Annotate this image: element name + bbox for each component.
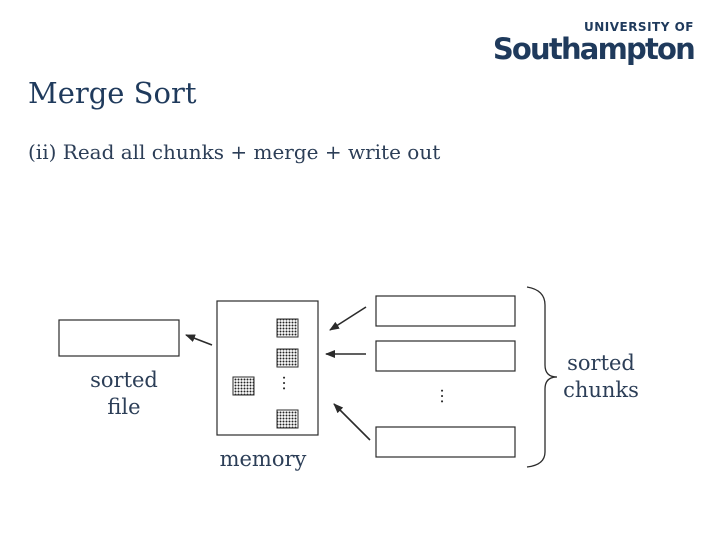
sorted-chunk-3 [375, 426, 516, 458]
input-buffer-2 [276, 348, 299, 368]
chunks-ellipsis: … [437, 388, 456, 404]
slide-subtitle: (ii) Read all chunks + merge + write out [28, 140, 441, 164]
logo-line-1: UNIVERSITY OF [583, 20, 694, 34]
sorted-chunks-label-line-1: sorted [567, 351, 635, 375]
sorted-chunk-2 [375, 340, 516, 372]
output-buffer [232, 376, 255, 396]
input-buffer-3 [276, 409, 299, 429]
memory-box [216, 300, 319, 436]
logo-line-2: Southampton [492, 32, 696, 66]
sorted-chunks-label-line-2: chunks [563, 378, 639, 402]
sorted-chunk-1 [375, 295, 516, 327]
sorted-file-label-line-1: sorted [90, 368, 158, 392]
sorted-chunks-label: sorted chunks [556, 350, 646, 404]
input-buffer-1 [276, 318, 299, 338]
arrow-chunk-3 [333, 403, 371, 441]
sorted-file-label-line-2: file [107, 395, 141, 419]
memory-label: memory [219, 447, 307, 471]
arrow-chunk-1 [329, 306, 367, 331]
university-logo: UNIVERSITY OF Southampton [492, 20, 696, 66]
sorted-file-box [58, 319, 180, 357]
arrow-output [185, 334, 213, 346]
sorted-file-label: sorted file [76, 367, 172, 421]
slide-title: Merge Sort [28, 76, 197, 110]
memory-ellipsis: … [279, 375, 298, 391]
chunks-brace [526, 286, 558, 468]
